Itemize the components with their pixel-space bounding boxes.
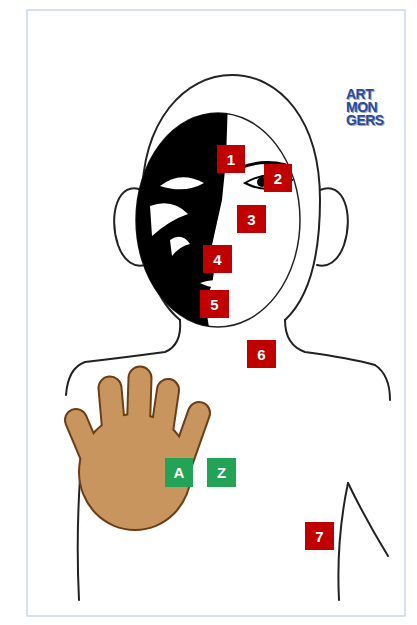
callout-number: 1: [217, 145, 245, 173]
page-border: [27, 10, 405, 616]
right-shoulder: [285, 320, 390, 400]
left-torso-line: [78, 478, 80, 600]
logo-watermark: ART MON GERS: [346, 88, 384, 127]
callout-number: A: [165, 458, 193, 487]
callout-number: 5: [200, 290, 229, 318]
callout-number: 6: [247, 340, 276, 368]
palm: [78, 413, 192, 531]
callout-number: 2: [264, 164, 292, 192]
cheek-highlight: [170, 237, 190, 256]
left-eye: [160, 177, 204, 189]
callout-number: 4: [203, 245, 232, 273]
body-outline: [66, 75, 390, 600]
cheek-highlight: [150, 203, 188, 236]
right-arm-line: [348, 483, 388, 556]
face-features: [150, 163, 292, 288]
mouth: [200, 280, 228, 287]
face-shadow-half: [100, 100, 228, 335]
hand-outline: [76, 378, 199, 531]
callout-number: Z: [207, 458, 236, 487]
right-ear: [317, 188, 348, 265]
callout-number: 3: [237, 205, 266, 233]
right-torso-line: [338, 483, 348, 600]
callout-number: 7: [305, 522, 334, 550]
hand-fill: [76, 378, 199, 529]
hand: [76, 378, 199, 531]
